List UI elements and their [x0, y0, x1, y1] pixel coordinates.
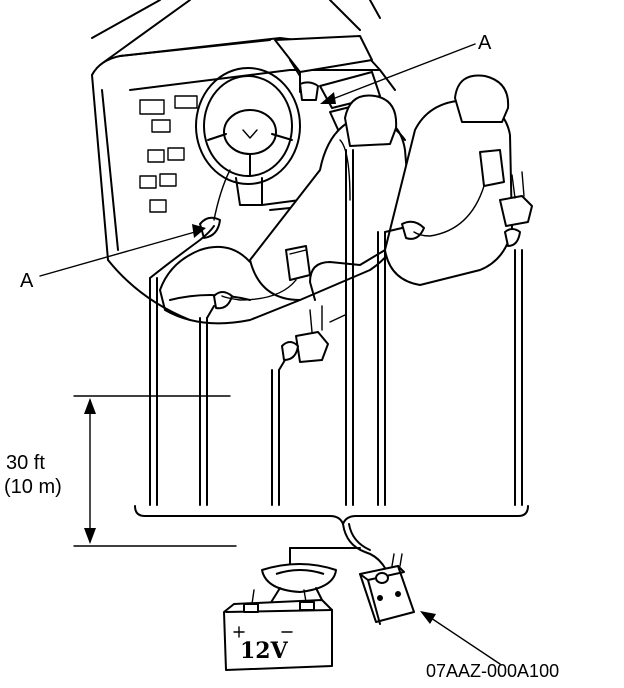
callout-a-left: A — [20, 270, 34, 292]
distance-m-label: (10 m) — [4, 476, 62, 498]
callout-a-top: A — [478, 32, 492, 54]
figure-code-label: 07AAZ-000A100 — [426, 661, 560, 681]
distance-ft-label: 30 ft — [6, 452, 45, 474]
battery-voltage-label: 12V — [240, 638, 288, 664]
